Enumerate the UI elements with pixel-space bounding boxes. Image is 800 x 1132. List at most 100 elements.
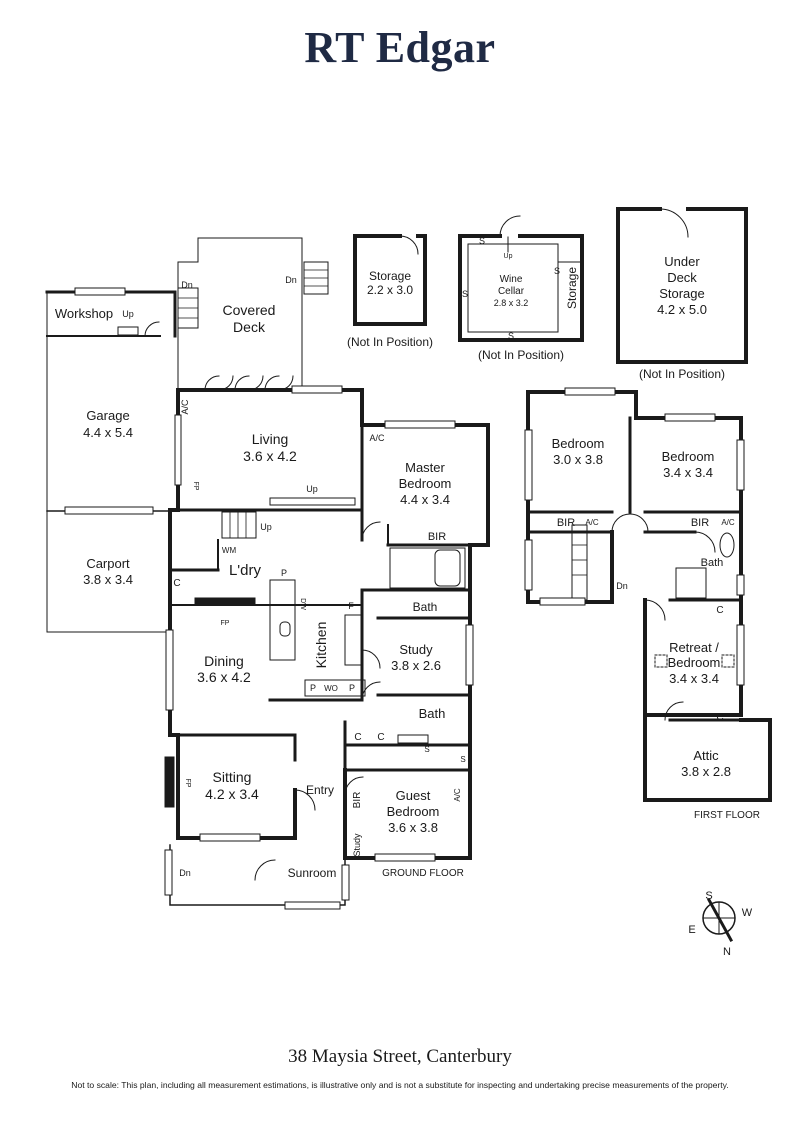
- compass-n: N: [723, 946, 731, 958]
- bedroom2-name: Bedroom: [662, 449, 715, 464]
- living-size: 3.6 x 4.2: [243, 448, 297, 464]
- s-guest: S: [460, 755, 465, 764]
- ac-living: A/C: [180, 399, 190, 415]
- s-wine-3: S: [554, 266, 560, 276]
- kitchen-label: Kitchen: [313, 622, 329, 669]
- retreat-size: 3.4 x 3.4: [669, 671, 719, 686]
- storage-name: Storage: [369, 269, 411, 283]
- wine-storage-label: Storage: [565, 267, 579, 309]
- bedroom2-size: 3.4 x 3.4: [663, 465, 713, 480]
- bedroom1-name: Bedroom: [552, 436, 605, 451]
- wm-label: WM: [222, 546, 237, 555]
- property-address: 38 Maysia Street, Canterbury: [288, 1046, 512, 1067]
- bir-first-1: BIR: [557, 517, 575, 529]
- sunroom-outline: [164, 844, 350, 910]
- underdeck-note: (Not In Position): [639, 367, 725, 381]
- carport-name: Carport: [86, 556, 130, 571]
- s-wine-2: S: [462, 289, 468, 299]
- dn-first: Dn: [616, 581, 628, 591]
- dn-label-deck: Dn: [181, 280, 193, 290]
- master-size: 4.4 x 3.4: [400, 492, 450, 507]
- c-first-1: C: [716, 605, 723, 616]
- deck-line2: Deck: [233, 319, 266, 335]
- c-hall-1: C: [354, 732, 361, 743]
- dining-name: Dining: [204, 653, 244, 669]
- bir-guest: BIR: [352, 792, 363, 809]
- up-label-living: Up: [306, 484, 318, 494]
- attic-name: Attic: [693, 748, 719, 763]
- f-kitchen: F: [348, 601, 354, 611]
- fp-sitting: FP: [184, 779, 191, 788]
- first-floor-label: FIRST FLOOR: [694, 810, 760, 821]
- sitting-name: Sitting: [213, 769, 252, 785]
- guest-size: 3.6 x 3.8: [388, 820, 438, 835]
- dining-size: 3.6 x 4.2: [197, 669, 251, 685]
- attic-size: 3.8 x 2.8: [681, 764, 731, 779]
- sunroom-label: Sunroom: [288, 866, 337, 880]
- guest-line2: Bedroom: [387, 804, 440, 819]
- p-kitchen-1: P: [310, 683, 316, 693]
- bath1-label: Bath: [413, 600, 438, 614]
- garage-name: Garage: [86, 408, 129, 423]
- entry-label: Entry: [306, 783, 334, 797]
- up-label-laundry: Up: [260, 522, 272, 532]
- ground-floor-label: GROUND FLOOR: [382, 868, 464, 879]
- up-label-wine: Up: [504, 253, 513, 260]
- compass-w: W: [742, 907, 753, 919]
- s-wine-4: S: [508, 331, 514, 341]
- first-floor-walls: [524, 387, 772, 802]
- s-wine-1: S: [479, 236, 485, 246]
- garage-size: 4.4 x 5.4: [83, 425, 133, 440]
- underdeck-size: 4.2 x 5.0: [657, 302, 707, 317]
- bir-master: BIR: [428, 531, 446, 543]
- p-kitchen-2: P: [349, 683, 355, 693]
- disclaimer-text: Not to scale: This plan, including all m…: [71, 1080, 729, 1090]
- workshop-label: Workshop: [55, 306, 113, 321]
- garage-block: [45, 287, 177, 633]
- under-deck-outline: [616, 207, 748, 364]
- compass-rose: [702, 897, 736, 943]
- p-laundry: P: [281, 568, 287, 578]
- c-laundry: C: [173, 578, 180, 589]
- storage-note: (Not In Position): [347, 335, 433, 349]
- dn-sunroom: Dn: [179, 868, 191, 878]
- small-study-label: Study: [352, 833, 362, 857]
- study-name: Study: [399, 642, 433, 657]
- dw-label: DW: [299, 598, 306, 610]
- wine-note: (Not In Position): [478, 348, 564, 362]
- ac-master: A/C: [369, 433, 385, 443]
- compass-s: S: [705, 890, 712, 902]
- wo-label: WO: [324, 684, 338, 693]
- ac-first-1: A/C: [585, 518, 599, 527]
- bath2-label: Bath: [419, 706, 446, 721]
- ac-first-2: A/C: [721, 518, 735, 527]
- first-bath-label: Bath: [701, 557, 724, 569]
- fp-living: FP: [192, 482, 199, 491]
- brand-logo: RT Edgar: [304, 23, 496, 72]
- bir-first-2: BIR: [691, 517, 709, 529]
- laundry-label: L'dry: [229, 562, 262, 579]
- underdeck-line1: Under: [664, 254, 700, 269]
- deck-line1: Covered: [223, 302, 276, 318]
- covered-deck: [177, 237, 329, 391]
- dn-label-deck-right: Dn: [285, 275, 297, 285]
- retreat-line2: Bedroom: [668, 655, 721, 670]
- compass-e: E: [688, 924, 695, 936]
- s-bath: S: [424, 745, 429, 754]
- study-size: 3.8 x 2.6: [391, 658, 441, 673]
- c-hall-2: C: [377, 732, 384, 743]
- guest-line1: Guest: [396, 788, 431, 803]
- c-first-2: C: [716, 712, 723, 723]
- retreat-line1: Retreat /: [669, 640, 719, 655]
- sitting-size: 4.2 x 3.4: [205, 786, 259, 802]
- fp-dining: FP: [221, 620, 230, 627]
- storage-size: 2.2 x 3.0: [367, 283, 413, 297]
- wine-cellar-outline: [458, 215, 584, 342]
- wine-name: Wine: [500, 274, 523, 285]
- underdeck-line3: Storage: [659, 286, 705, 301]
- master-line2: Bedroom: [399, 476, 452, 491]
- underdeck-line2: Deck: [667, 270, 697, 285]
- living-name: Living: [252, 431, 289, 447]
- wine-name2: Cellar: [498, 286, 525, 297]
